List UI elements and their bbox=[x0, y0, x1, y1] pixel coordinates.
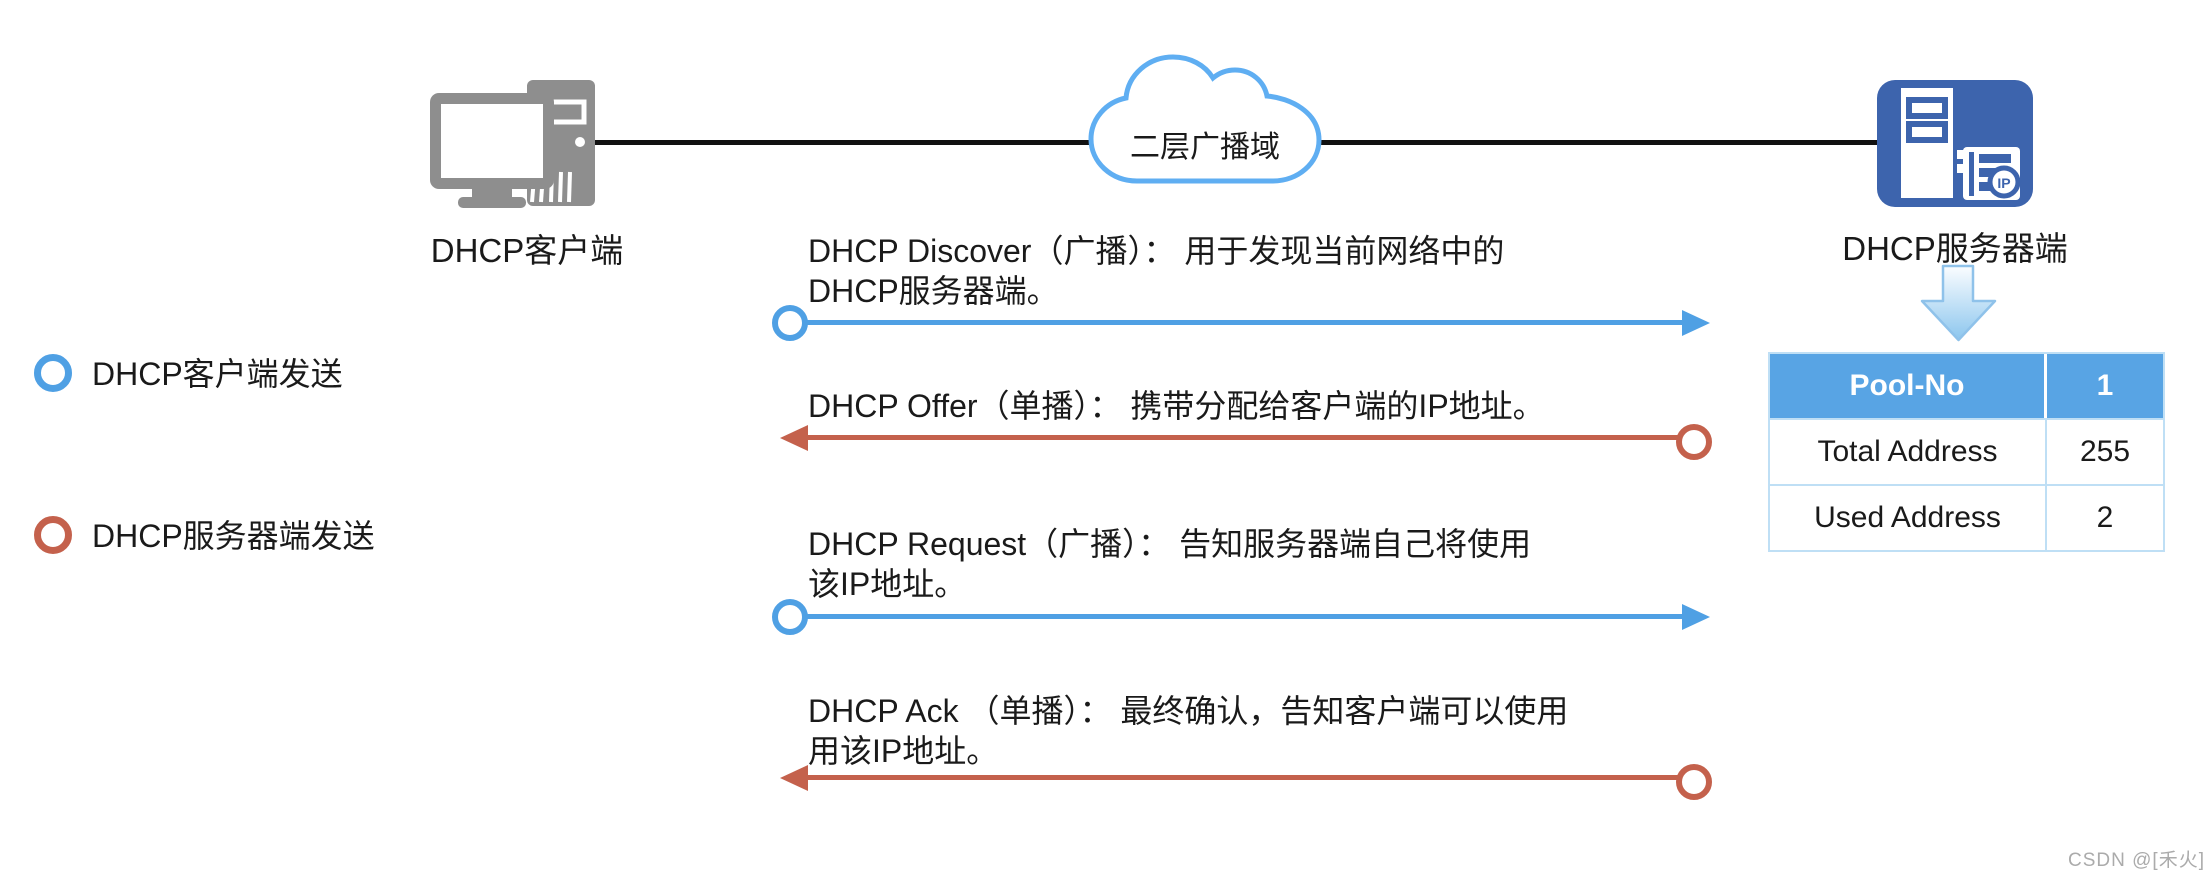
legend-server-marker-icon bbox=[34, 516, 72, 554]
discover-arrowhead-icon bbox=[1682, 310, 1710, 336]
message-ack-text: DHCP Ack （单播）： 最终确认，告知客户端可以使用 用该IP地址。 bbox=[808, 691, 1568, 771]
message-request-line2: 该IP地址。 bbox=[808, 566, 967, 602]
cloud-icon bbox=[1088, 54, 1322, 184]
message-discover-line2: DHCP服务器端。 bbox=[808, 273, 1059, 309]
used-address-label: Used Address bbox=[1770, 484, 2047, 550]
legend-client-label: DHCP客户端发送 bbox=[92, 356, 343, 392]
request-arrow-line bbox=[806, 614, 1682, 619]
total-address-label: Total Address bbox=[1770, 418, 2047, 484]
message-ack-line1: DHCP Ack （单播）： 最终确认，告知客户端可以使用 bbox=[808, 693, 1569, 729]
message-offer-text: DHCP Offer（单播）： 携带分配给客户端的IP地址。 bbox=[808, 386, 1545, 426]
ack-arrow-tail-circle bbox=[1676, 764, 1712, 800]
address-pool-table: Pool-No 1 Total Address 255 Used Address… bbox=[1768, 352, 2165, 552]
watermark: CSDN @[禾火] bbox=[2068, 850, 2205, 871]
pool-table-header-value: 1 bbox=[2047, 354, 2163, 418]
total-address-value: 255 bbox=[2047, 418, 2163, 484]
request-arrow-tail-circle bbox=[772, 599, 808, 635]
request-arrowhead-icon bbox=[1682, 604, 1710, 630]
offer-arrow-line bbox=[808, 435, 1678, 440]
ack-arrow-line bbox=[808, 775, 1678, 780]
pool-table-row-used: Used Address 2 bbox=[1770, 484, 2163, 550]
offer-arrow-tail-circle bbox=[1676, 424, 1712, 460]
ip-badge-label: IP bbox=[1997, 175, 2010, 191]
offer-arrowhead-icon bbox=[780, 425, 808, 451]
message-ack-line2: 用该IP地址。 bbox=[808, 733, 999, 769]
message-offer-line1: DHCP Offer（单播）： 携带分配给客户端的IP地址。 bbox=[808, 388, 1545, 424]
discover-arrow-line bbox=[806, 320, 1682, 325]
message-discover-line1: DHCP Discover（广播）： 用于发现当前网络中的 bbox=[808, 233, 1505, 269]
server-icon: IP bbox=[1877, 80, 2033, 207]
message-request-line1: DHCP Request（广播）： 告知服务器端自己将使用 bbox=[808, 526, 1532, 562]
pool-table-row-total: Total Address 255 bbox=[1770, 418, 2163, 484]
computer-icon bbox=[430, 80, 595, 208]
ack-arrowhead-icon bbox=[780, 765, 808, 791]
legend-server-label: DHCP服务器端发送 bbox=[92, 518, 375, 554]
legend-client-marker-icon bbox=[34, 354, 72, 392]
cloud-label: 二层广播域 bbox=[1130, 131, 1280, 164]
pool-table-header-row: Pool-No 1 bbox=[1770, 354, 2163, 418]
client-label: DHCP客户端 bbox=[430, 232, 624, 269]
discover-arrow-tail-circle bbox=[772, 305, 808, 341]
message-request-text: DHCP Request（广播）： 告知服务器端自己将使用 该IP地址。 bbox=[808, 524, 1531, 604]
used-address-value: 2 bbox=[2047, 484, 2163, 550]
pool-table-header-name: Pool-No bbox=[1770, 354, 2047, 418]
message-discover-text: DHCP Discover（广播）： 用于发现当前网络中的 DHCP服务器端。 bbox=[808, 231, 1504, 311]
server-label: DHCP服务器端 bbox=[1842, 230, 2068, 267]
down-arrow-icon bbox=[1920, 264, 1997, 342]
